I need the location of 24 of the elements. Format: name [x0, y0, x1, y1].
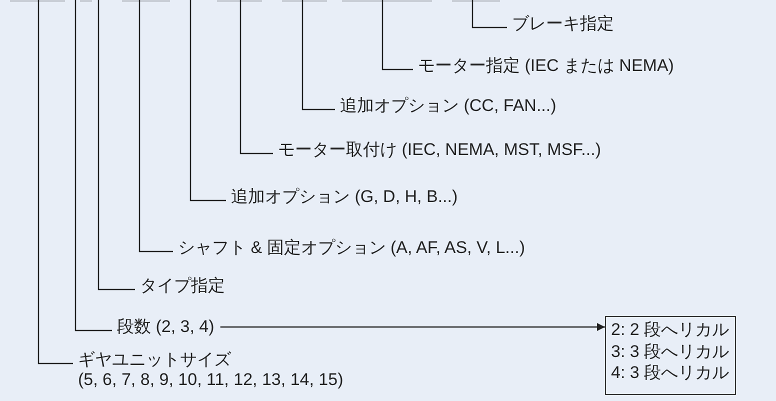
leader-line — [382, 0, 413, 70]
value-list: (5, 6, 7, 8, 9, 10, 11, 12, 13, 14, 15) — [78, 370, 344, 390]
leader-line — [138, 0, 173, 252]
part-label: モーター取付け (IEC, NEMA, MST, MSF...) — [278, 140, 602, 160]
part-label: 追加オプション (CC, FAN...) — [340, 96, 556, 116]
part-label: 段数 (2, 3, 4) — [117, 317, 214, 337]
part-label: モーター指定 (IEC または NEMA) — [418, 56, 674, 76]
arrow — [220, 323, 605, 331]
list-item: 4: 3 段へリカル — [611, 362, 730, 384]
leader-line — [98, 0, 135, 290]
part-label: 追加オプション (G, D, H, B...) — [231, 187, 458, 207]
leader-line — [240, 0, 273, 154]
list-item: 3: 3 段へリカル — [611, 340, 730, 362]
leader-line — [38, 0, 73, 364]
stage-list-box — [605, 316, 736, 394]
leader-line — [472, 0, 507, 28]
leader-line — [302, 0, 335, 110]
leader-line — [74, 0, 112, 332]
list-item: 2: 2 段へリカル — [611, 319, 730, 340]
part-label: タイプ指定 — [140, 276, 225, 296]
part-label: ギヤユニットサイズ — [78, 350, 232, 370]
leader-line — [190, 0, 226, 202]
part-label: シャフト & 固定オプション (A, AF, AS, V, L...) — [178, 238, 525, 258]
part-label: ブレーキ指定 — [512, 14, 614, 34]
